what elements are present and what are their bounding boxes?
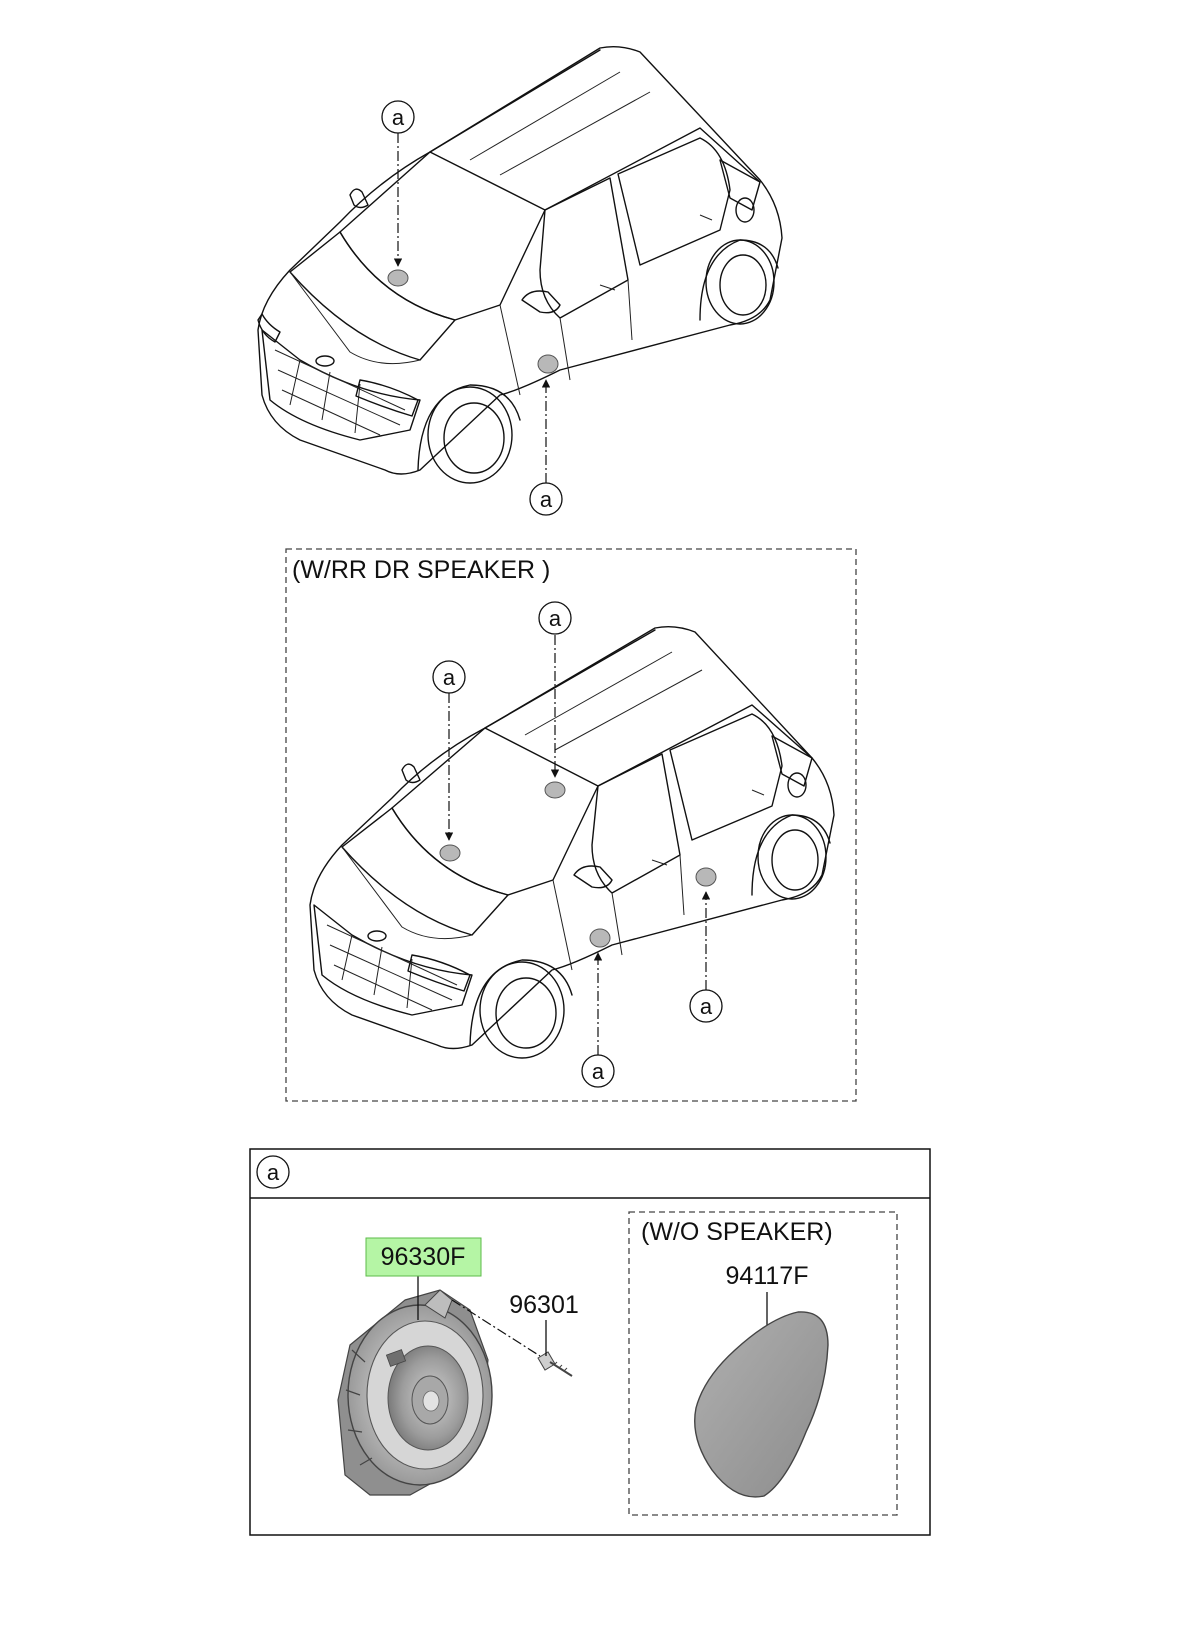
without-speaker-label: (W/O SPEAKER) (641, 1218, 833, 1246)
cover-part-number[interactable]: 94117F (726, 1262, 809, 1290)
svg-text:a: a (443, 665, 456, 690)
rr-door-speaker-label: (W/RR DR SPEAKER ) (292, 556, 550, 584)
callout-a-3: a (432, 660, 466, 694)
callout-a-2: a (529, 482, 563, 516)
svg-text:a: a (267, 1160, 280, 1185)
svg-text:a: a (592, 1059, 605, 1084)
svg-text:a: a (540, 487, 553, 512)
speaker-marker-dashboard (439, 844, 461, 862)
svg-text:a: a (549, 606, 562, 631)
callout-a-1: a (381, 100, 415, 134)
without-speaker-group-box (628, 1211, 898, 1516)
speaker-part-number[interactable]: 96330F (381, 1243, 466, 1271)
speaker-part-highlight (365, 1237, 482, 1277)
rr-door-speaker-group-box (285, 548, 857, 1102)
speaker-marker-rear-deck (544, 781, 566, 799)
speaker-marker-front-door (589, 928, 611, 948)
speaker-marker-dashboard (387, 269, 409, 287)
svg-text:a: a (392, 105, 405, 130)
part-speaker-cover[interactable] (694, 1311, 829, 1498)
detail-box (249, 1148, 931, 1536)
callout-a-6: a (581, 1054, 615, 1088)
part-screw[interactable] (537, 1351, 573, 1377)
callout-a-5: a (689, 989, 723, 1023)
speaker-marker-front-door (537, 354, 559, 374)
callout-a-4: a (538, 601, 572, 635)
svg-text:a: a (700, 994, 713, 1019)
screw-part-number[interactable]: 96301 (509, 1291, 579, 1319)
car-illustration-with-rear-door-speaker (309, 625, 835, 1059)
detail-header-callout-a: a (256, 1155, 290, 1189)
part-speaker[interactable] (337, 1289, 493, 1496)
speaker-marker-rear-door (695, 867, 717, 887)
car-illustration-standard (257, 45, 783, 484)
